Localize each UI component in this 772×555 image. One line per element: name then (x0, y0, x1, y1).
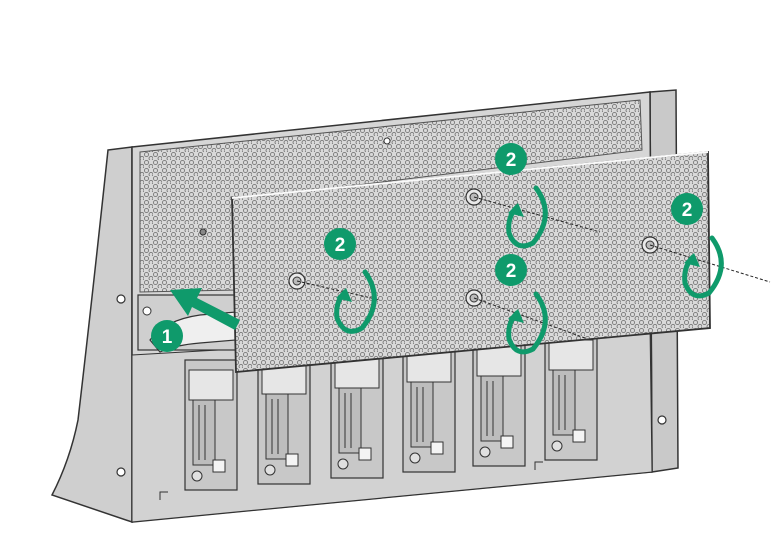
module-part (338, 387, 362, 454)
screw-axis-lines (296, 196, 771, 339)
chassis-side-wall (50, 146, 133, 524)
module (330, 347, 384, 479)
rotation-arrows (334, 185, 724, 355)
module (472, 335, 526, 467)
chassis-screw-hole (657, 415, 667, 425)
step-callout-2: 2 (495, 143, 527, 175)
chassis-screw-hole (383, 137, 391, 145)
module-part (552, 369, 576, 436)
module-part (430, 441, 444, 455)
module (257, 353, 311, 485)
module-part (406, 351, 452, 383)
rotate-counterclockwise-icon (682, 235, 724, 299)
chassis-screw-hole (199, 228, 207, 236)
chassis-screw-hole (116, 467, 126, 477)
module-part (192, 399, 216, 466)
step-callout-2: 2 (671, 193, 703, 225)
module-part (479, 446, 491, 458)
captive-screw (465, 289, 483, 307)
module-part (188, 369, 234, 401)
step-callout-label: 2 (682, 200, 693, 221)
straight-arrow-icon (170, 288, 240, 330)
module-part (551, 440, 563, 452)
step-callout-1: 1 (151, 320, 183, 352)
chassis-screw-hole (116, 294, 126, 304)
module-part (476, 345, 522, 377)
module-part (337, 458, 349, 470)
module-part (264, 464, 276, 476)
step-callout-label: 1 (162, 327, 173, 348)
module-part (500, 435, 514, 449)
module-part (480, 375, 504, 442)
step-callout-2: 2 (495, 254, 527, 286)
step-callout-label: 2 (335, 235, 346, 256)
rotate-counterclockwise-icon (334, 269, 377, 334)
module (402, 341, 456, 473)
rotate-counterclockwise-icon (506, 291, 548, 355)
module-part (409, 452, 421, 464)
front-panel (231, 151, 711, 373)
module-part (212, 459, 226, 473)
step-callout-label: 2 (506, 150, 517, 171)
module-part (191, 470, 203, 482)
module (544, 329, 598, 461)
module-part (572, 429, 586, 443)
module-part (548, 339, 594, 371)
step-callout-label: 2 (506, 261, 517, 282)
module-part (410, 381, 434, 448)
module (184, 359, 238, 491)
module-row (184, 329, 598, 491)
step-callout-2: 2 (324, 228, 356, 260)
module-part (285, 453, 299, 467)
rotate-counterclockwise-icon (506, 185, 548, 249)
module-part (358, 447, 372, 461)
module-part (265, 393, 289, 460)
